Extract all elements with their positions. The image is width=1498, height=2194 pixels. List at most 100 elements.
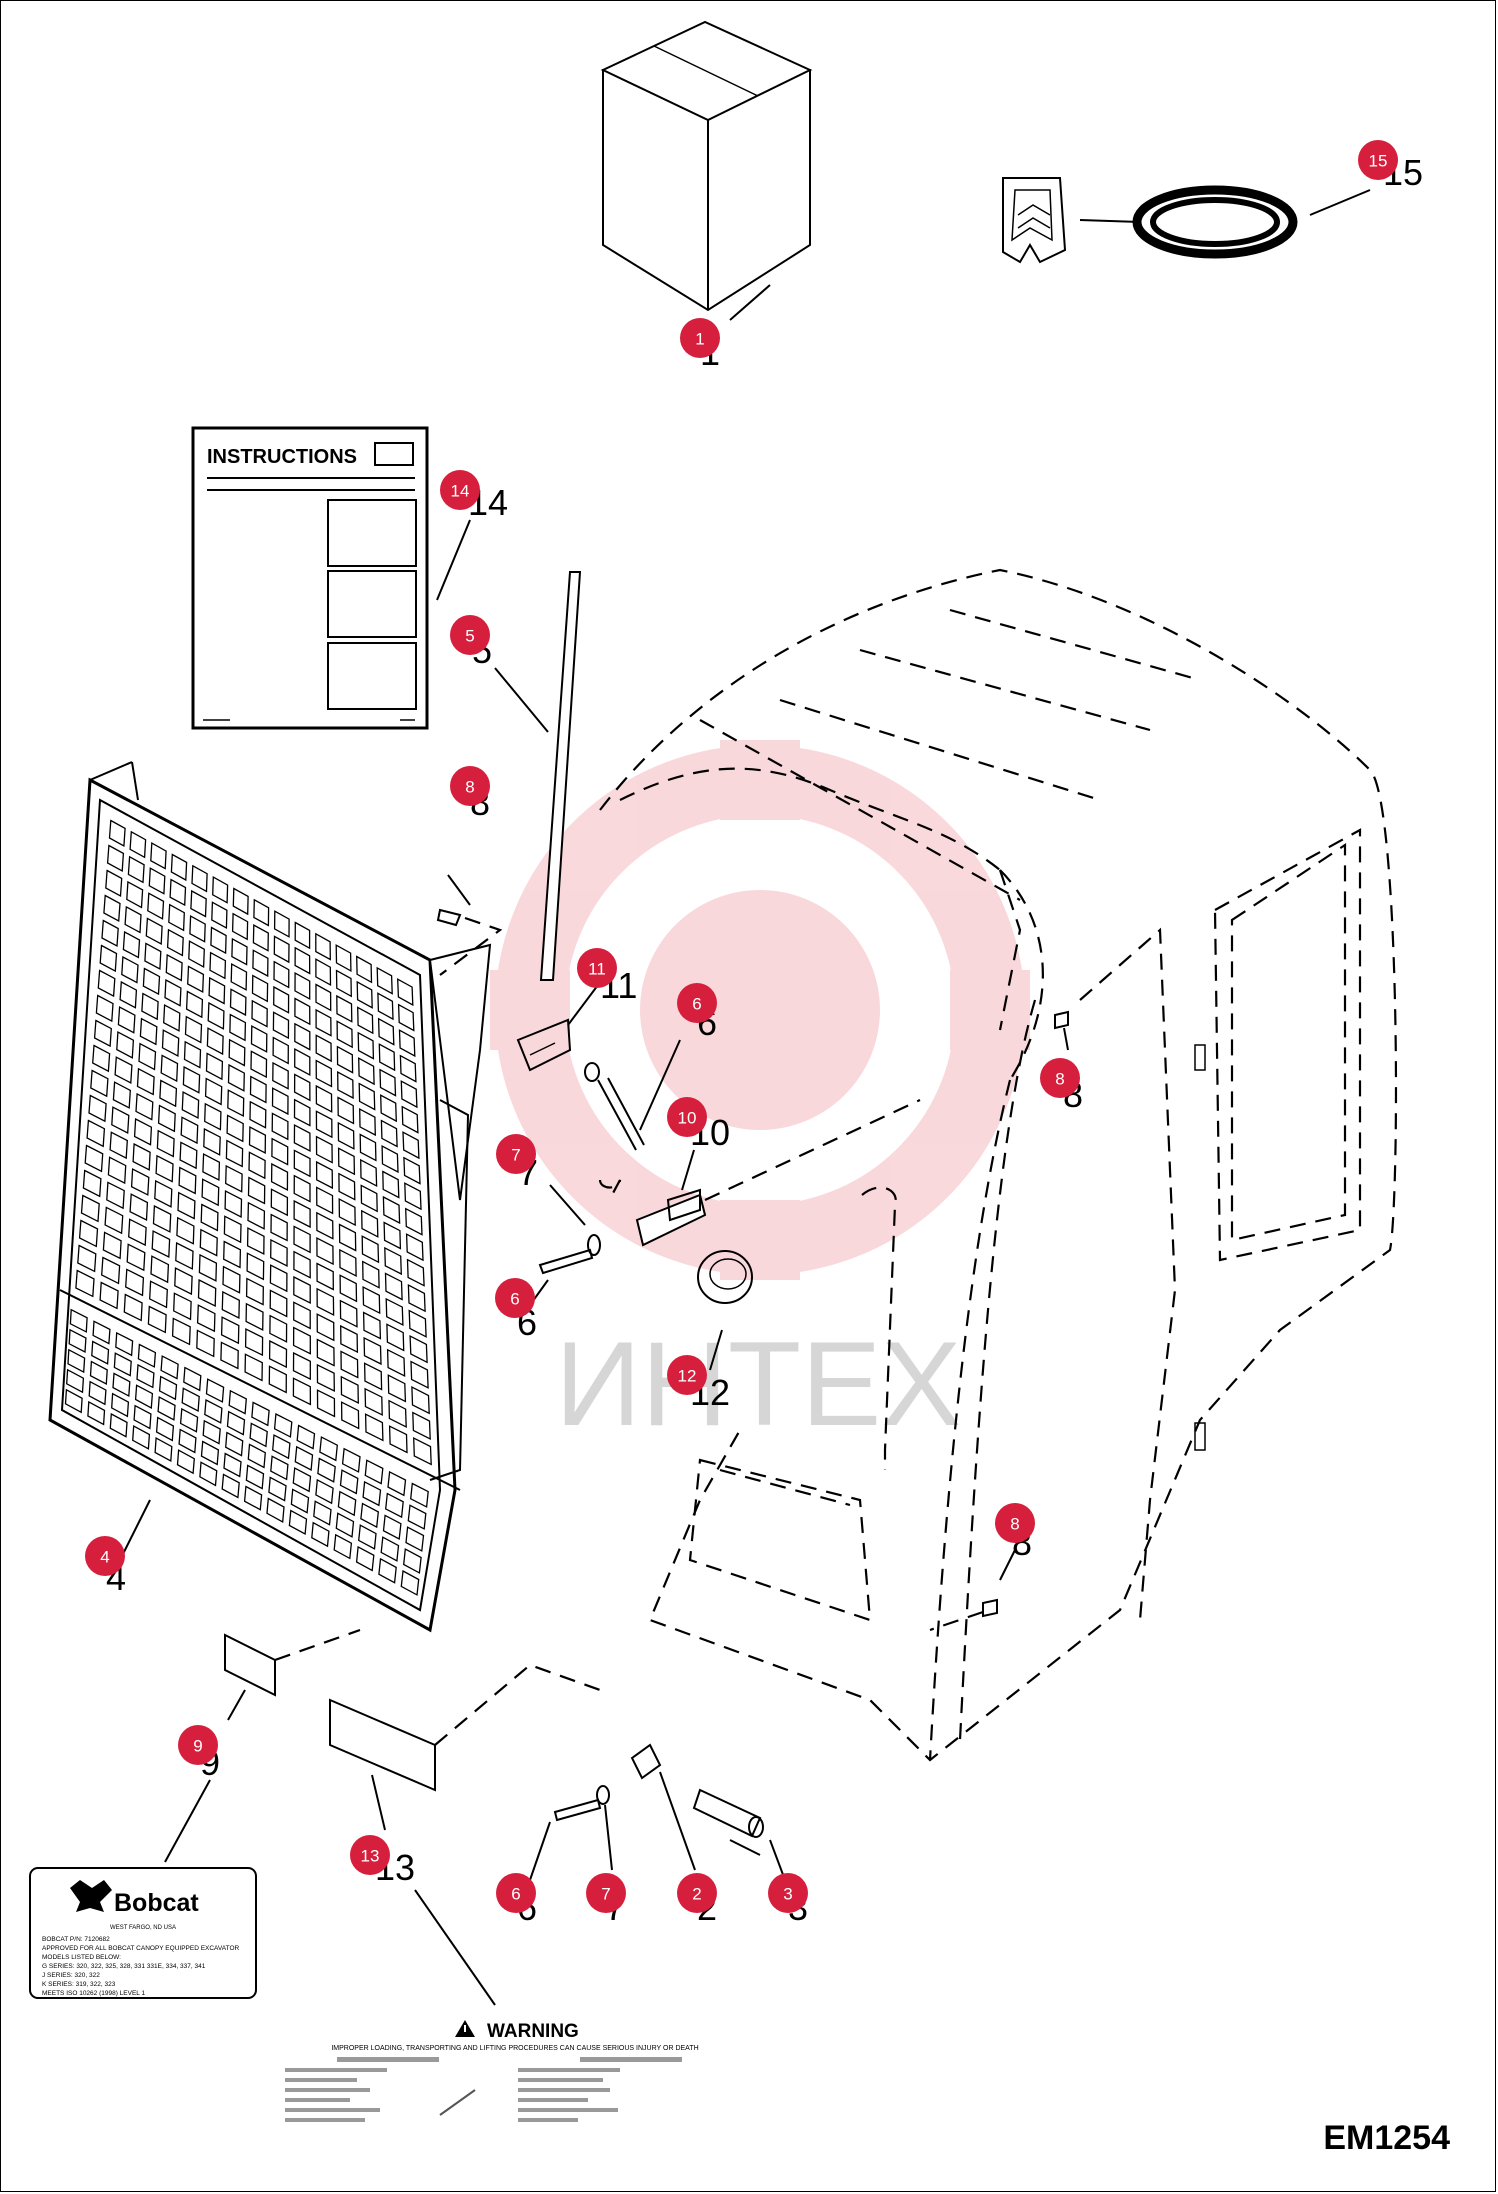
callout-circle [667, 1097, 707, 1137]
callout-8: 8 [450, 766, 490, 806]
bobcat-logo-icon [70, 1880, 112, 1912]
callout-label: 6 [692, 995, 701, 1014]
front-screen-mesh [64, 819, 432, 1596]
callout-label: 5 [465, 627, 474, 646]
callout-circle [85, 1536, 125, 1576]
warning-title: WARNING [487, 2021, 579, 2042]
callout-15: 15 [1358, 140, 1398, 180]
callout-4: 4 [85, 1536, 125, 1576]
bobcat-line-7: MEETS ISO 10262 (1998) LEVEL 1 [42, 1990, 145, 1997]
callout-circle [677, 983, 717, 1023]
callout-circle [178, 1725, 218, 1765]
callout-1: 1 [680, 318, 720, 358]
part-6-bolt-upper [584, 1039, 681, 1151]
bobcat-line-5: J SERIES: 320, 322 [42, 1972, 100, 1979]
callout-circle [768, 1873, 808, 1913]
callout-circle [440, 470, 480, 510]
callout-10: 10 [667, 1097, 707, 1137]
bobcat-location: WEST FARGO, ND USA [110, 1925, 176, 1931]
callout-circle [586, 1873, 626, 1913]
callout-label: 3 [783, 1885, 792, 1904]
part-8-bolt-upper-left [436, 874, 503, 976]
part-12-knob [697, 1250, 753, 1371]
callout-label: 11 [588, 960, 606, 979]
callout-13: 13 [350, 1835, 390, 1875]
bobcat-line-6: K SERIES: 319, 322, 323 [42, 1981, 116, 1988]
callout-circle [496, 1873, 536, 1913]
callout-circle [450, 766, 490, 806]
callout-circle [350, 1835, 390, 1875]
bobcat-approval-decal: Bobcat WEST FARGO, ND USA BOBCAT P/N: 71… [29, 1867, 257, 1999]
callout-label: 6 [511, 1885, 520, 1904]
callout-circle [496, 1134, 536, 1174]
callout-circle [667, 1355, 707, 1395]
callout-label: 2 [692, 1885, 701, 1904]
part-1-kit-box [600, 20, 813, 321]
part-11-clip [516, 984, 599, 1072]
callout-label: 12 [678, 1367, 697, 1386]
part-2-bracket [630, 1743, 696, 1871]
warning-decal: WARNING IMPROPER LOADING, TRANSPORTING A… [285, 2020, 699, 2122]
callout-6: 6 [496, 1873, 536, 1913]
callout-circle [677, 1873, 717, 1913]
part-15-edge-trim-seal [1002, 177, 1371, 264]
callout-5: 5 [450, 615, 490, 655]
warning-subtitle: IMPROPER LOADING, TRANSPORTING AND LIFTI… [331, 2045, 698, 2052]
watermark-text: ИНТЕХ [555, 1317, 961, 1451]
callout-label: 7 [511, 1146, 520, 1165]
callout-12: 12 [667, 1355, 707, 1395]
callout-label: 6 [510, 1290, 519, 1309]
callout-8: 8 [1040, 1058, 1080, 1098]
canopy-outline-reference [598, 568, 1398, 1762]
part-10-latch-plate [635, 1099, 921, 1247]
callout-circle [577, 948, 617, 988]
part-9-small-decal [164, 1628, 361, 1863]
callout-label: 7 [601, 1885, 610, 1904]
part-3-pin [692, 1788, 786, 1881]
part-7-washer-bottom [596, 1785, 613, 1871]
instructions-title: INSTRUCTIONS [207, 446, 357, 468]
callout-label: 15 [1369, 152, 1388, 171]
warning-triangle-icon [455, 2020, 475, 2037]
bobcat-line-3: MODELS LISTED BELOW: [42, 1954, 121, 1961]
callout-label: 8 [465, 778, 474, 797]
callout-label: 4 [100, 1548, 109, 1567]
part-14-instructions-sheet: INSTRUCTIONS [191, 426, 471, 730]
watermark-gear-logo [490, 740, 1030, 1280]
callout-label: 8 [1010, 1515, 1019, 1534]
part-5-rubber-strip [494, 571, 582, 981]
part-13-strip-decal [329, 1663, 601, 2006]
part-8-bolt-right-upper [1054, 1010, 1069, 1051]
part-6-bolt-bottom [529, 1798, 602, 1881]
callout-label: 9 [193, 1737, 202, 1756]
callout-label: 13 [361, 1847, 380, 1866]
part-7-washer-upper [549, 1184, 601, 1256]
callout-9: 9 [178, 1725, 218, 1765]
callout-14: 14 [440, 470, 480, 510]
callout-11: 11 [577, 948, 617, 988]
callout-circle [995, 1503, 1035, 1543]
callout-6: 6 [677, 983, 717, 1023]
callout-3: 3 [768, 1873, 808, 1913]
callout-circle [1358, 140, 1398, 180]
bobcat-brand: Bobcat [114, 1889, 199, 1917]
callout-label: 14 [451, 482, 470, 501]
bobcat-line-2: APPROVED FOR ALL BOBCAT CANOPY EQUIPPED … [42, 1945, 240, 1952]
callout-7: 7 [496, 1134, 536, 1174]
drawing-code: EM1254 [1323, 2119, 1450, 2157]
callout-circle [495, 1278, 535, 1318]
callout-circle [450, 615, 490, 655]
callout-circle [1040, 1058, 1080, 1098]
callout-label: 10 [678, 1109, 697, 1128]
part-8-bolt-right-lower [929, 1549, 1016, 1632]
callout-label: 8 [1055, 1070, 1064, 1089]
bobcat-line-4: G SERIES: 320, 322, 325, 328, 331 331E, … [42, 1963, 206, 1970]
callout-markers: 1 15 14 5 8 11 6 10 7 6 8 12 4 8 9 13 6 7 2 3 [85, 140, 1398, 1913]
callout-2: 2 [677, 1873, 717, 1913]
callout-6: 6 [495, 1278, 535, 1318]
callout-8: 8 [995, 1503, 1035, 1543]
bobcat-line-1: BOBCAT P/N: 7120682 [42, 1936, 110, 1943]
callout-7: 7 [586, 1873, 626, 1913]
